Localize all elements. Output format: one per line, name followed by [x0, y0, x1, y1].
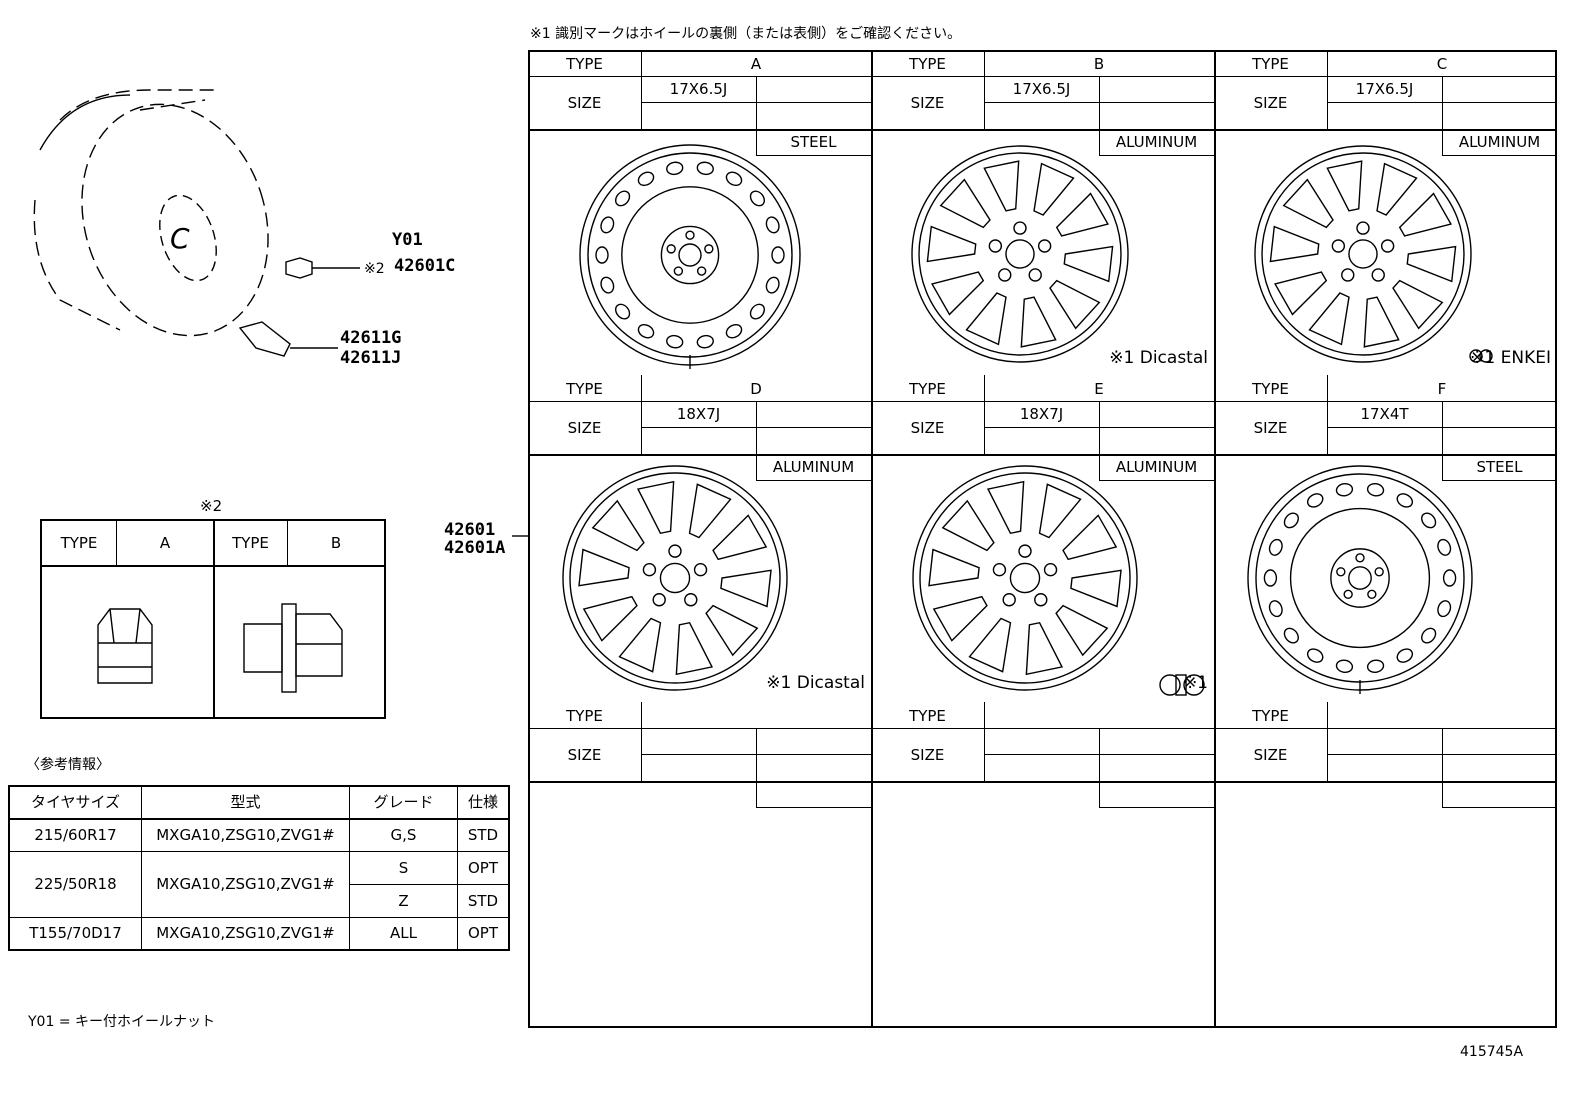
cell-5-type-value: F — [1437, 379, 1447, 398]
wheel-cap-icon — [285, 257, 360, 279]
cell-5-size-value: 17X4T — [1360, 405, 1409, 423]
reference-table — [8, 785, 510, 951]
cell-0-size-value: 17X6.5J — [669, 80, 728, 98]
enkei-logo-icon — [1469, 349, 1493, 363]
ref-header-grade: グレード — [373, 793, 434, 811]
part-42611g: 42611G — [340, 328, 402, 348]
lug-nut-a-icon — [97, 608, 153, 684]
cell-0-type-value: A — [750, 54, 762, 73]
cell-2-type-label: TYPE — [1252, 54, 1289, 73]
ref-header-spec: 仕様 — [467, 793, 498, 811]
cell-8-size-label: SIZE — [1253, 745, 1288, 764]
wheel-leader-line — [512, 535, 528, 537]
cell-4-type-label: TYPE — [909, 379, 946, 398]
cell-1-size-value: 17X6.5J — [1012, 80, 1071, 98]
cell-8-type-label: TYPE — [1252, 706, 1289, 725]
cell-7-size-label: SIZE — [910, 745, 945, 764]
cell-3-material: ALUMINUM — [772, 458, 855, 476]
ref-row2-grade: S — [398, 858, 409, 877]
lug-nut-b-icon — [243, 603, 343, 693]
cell-5-size-label: SIZE — [1253, 418, 1288, 437]
cell-3-type-label: TYPE — [566, 379, 603, 398]
cap-mark: ※2 — [364, 261, 385, 277]
cell-3-size-value: 18X7J — [676, 405, 721, 423]
nut-table-title: ※2 — [200, 497, 223, 515]
cell-0-type-label: TYPE — [566, 54, 603, 73]
part-42601c: 42601C — [394, 256, 456, 276]
cell-2-material: ALUMINUM — [1458, 133, 1541, 151]
ref-row1-grade: G,S — [390, 825, 417, 844]
nut-type-label-a: TYPE — [60, 533, 98, 552]
svg-text:C: C — [170, 222, 190, 255]
cell-2-maker-mark: ※1 ENKEI — [1470, 348, 1551, 368]
ref-row2-spec: OPT — [467, 858, 498, 877]
cell-1-size-label: SIZE — [910, 93, 945, 112]
cell-7-type-label: TYPE — [909, 706, 946, 725]
nut-type-label-b: TYPE — [232, 533, 269, 552]
legend-y01: Y01 = キー付ホイールナット — [28, 1014, 215, 1030]
identification-note: ※1 識別マークはホイールの裏側（または表側）をご確認ください。 — [530, 26, 962, 42]
cell-5-type-label: TYPE — [1252, 379, 1289, 398]
cell-4-size-label: SIZE — [910, 418, 945, 437]
valve-stem-icon — [238, 321, 338, 357]
cell-5-material: STEEL — [1476, 458, 1523, 476]
figure-id: 415745A — [1460, 1044, 1524, 1060]
ref-row2-tire: 225/50R18 — [34, 875, 117, 893]
cell-1-type-value: B — [1093, 54, 1105, 73]
cell-0-size-label: SIZE — [567, 93, 602, 112]
cell-4-material: ALUMINUM — [1115, 458, 1198, 476]
nut-type-a: A — [159, 533, 171, 552]
ref-header-model: 型式 — [230, 793, 261, 811]
cell-0-material: STEEL — [790, 133, 837, 151]
ref-row1-tire: 215/60R17 — [34, 825, 117, 844]
part-42601: 42601 — [444, 520, 496, 540]
cell-2-size-label: SIZE — [1253, 93, 1288, 112]
ref-row4-spec: OPT — [467, 924, 498, 942]
ref-row2-model: MXGA10,ZSG10,ZVG1# — [156, 875, 335, 893]
cell-6-size-label: SIZE — [567, 745, 602, 764]
cell-3-size-label: SIZE — [567, 418, 602, 437]
tire-illustration: C — [33, 89, 360, 357]
cell-1-type-label: TYPE — [909, 54, 946, 73]
ref-header-tire: タイヤサイズ — [30, 793, 121, 811]
maker-logo-icon — [1159, 674, 1205, 696]
part-42611j: 42611J — [340, 348, 402, 368]
ref-row4-tire: T155/70D17 — [29, 924, 122, 942]
part-y01: Y01 — [392, 230, 423, 250]
ref-row3-grade: Z — [398, 891, 409, 910]
cell-3-type-value: D — [750, 379, 762, 398]
cell-2-size-value: 17X6.5J — [1355, 80, 1414, 98]
cell-6-type-label: TYPE — [566, 706, 603, 725]
cell-4-type-value: E — [1094, 379, 1104, 398]
ref-row1-model: MXGA10,ZSG10,ZVG1# — [156, 825, 335, 844]
ref-row3-spec: STD — [467, 891, 499, 910]
cell-2-type-value: C — [1436, 54, 1448, 73]
ref-row4-model: MXGA10,ZSG10,ZVG1# — [156, 924, 335, 942]
ref-row1-spec: STD — [467, 825, 499, 844]
cell-1-material: ALUMINUM — [1115, 133, 1198, 151]
reference-heading: 〈参考情報〉 — [26, 757, 110, 773]
nut-type-b: B — [330, 533, 342, 552]
part-42601a: 42601A — [444, 538, 506, 558]
cell-3-maker-mark: ※1 Dicastal — [766, 673, 865, 693]
cell-4-size-value: 18X7J — [1019, 405, 1064, 423]
cell-1-maker-mark: ※1 Dicastal — [1109, 348, 1208, 368]
ref-row4-grade: ALL — [390, 924, 417, 942]
